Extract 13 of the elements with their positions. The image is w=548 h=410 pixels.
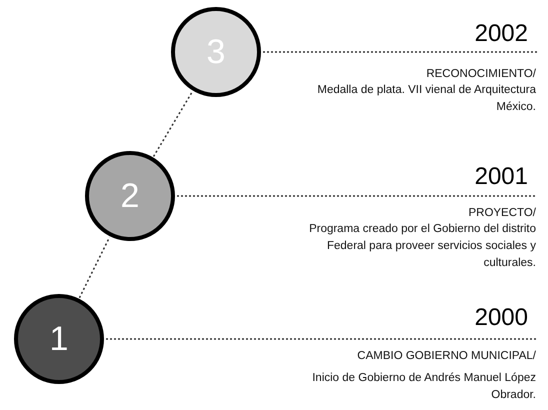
milestone-heading: PROYECTO/ xyxy=(468,207,536,219)
dotted-connector xyxy=(78,236,110,298)
year-label: 2001 xyxy=(474,163,528,191)
milestone-description: Medalla de plata. VII vienal de Arquitectura México. xyxy=(316,83,536,115)
milestone-description: Programa creado por el Gobierno del distrito Federal para proveer servicios sociales y culturales. xyxy=(308,222,536,271)
milestone-heading: CAMBIO GOBIERNO MUNICIPAL/ xyxy=(357,350,536,362)
dotted-connector xyxy=(152,91,194,157)
milestone-description: Inicio de Gobierno de Andrés Manuel López Obrador. xyxy=(311,371,536,403)
year-label: 2000 xyxy=(474,304,528,332)
step-number: 1 xyxy=(50,322,68,356)
year-label: 2002 xyxy=(474,20,528,48)
step-number: 2 xyxy=(120,179,140,213)
milestone-heading: RECONOCIMIENTO/ xyxy=(426,68,536,80)
